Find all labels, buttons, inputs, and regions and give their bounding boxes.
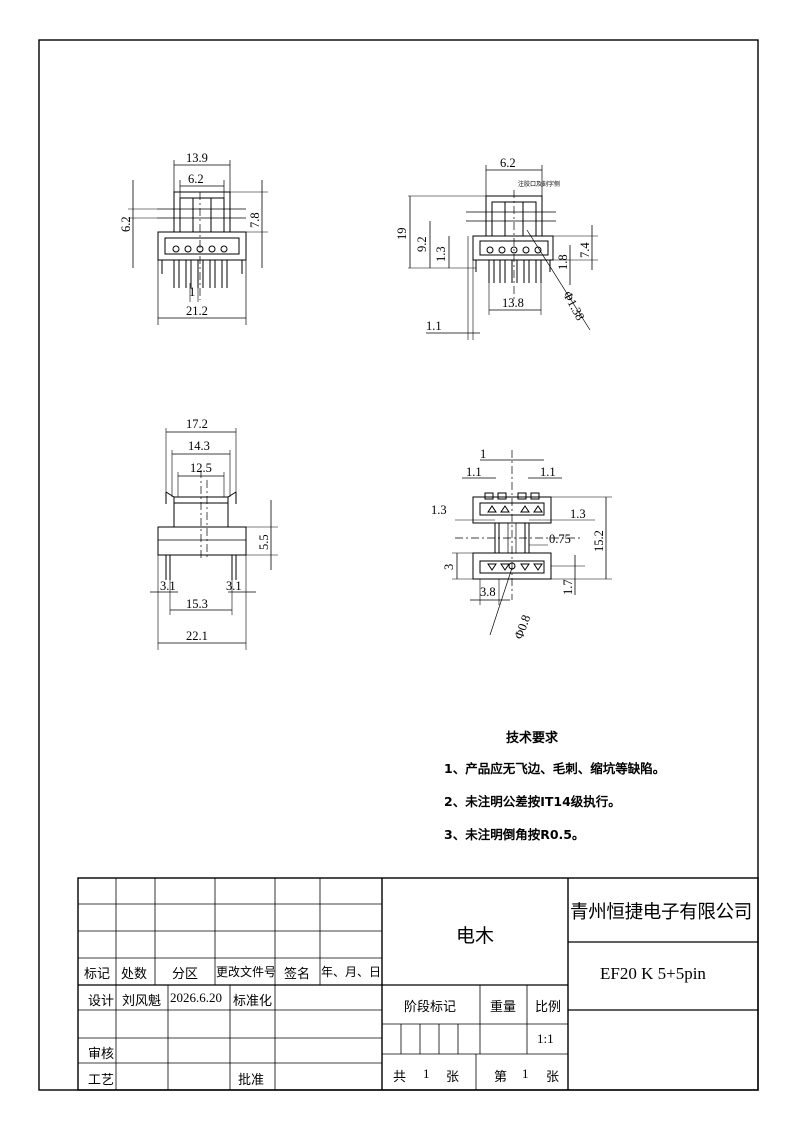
side-dim-small: 1.3 [434,246,448,262]
side-note-label: 注胶口及刻字侧 [518,180,560,188]
side-dim-height: 19 [395,228,409,241]
side-dim-right-a: 1.8 [556,254,570,270]
bottom-dim-right-h: 1.3 [570,507,586,521]
top-dim-pitch: 15.3 [186,597,208,611]
total-label: 共 [393,1070,407,1085]
front-dim-bottom: 21.2 [186,304,208,318]
standard-label: 标准化 [233,994,273,1009]
header-date: 年、月、日 [321,965,382,979]
bottom-dim-width: 3.8 [480,585,496,599]
total-sheets: 1 [423,1066,430,1081]
top-dim-a: 17.2 [186,417,208,431]
process-label: 工艺 [88,1073,115,1088]
bottom-dim-left-h: 1.3 [431,503,447,517]
sheet-no: 1 [522,1066,529,1081]
header-doc: 更改文件号 [216,965,277,979]
side-dim-offset: 1.1 [426,319,442,333]
front-dim-overall: 13.9 [186,151,208,165]
note-item: 2、未注明公差按IT14级执行。 [444,794,621,809]
notes-title: 技术要求 [506,731,559,746]
review-label: 审核 [88,1047,115,1062]
weight-label: 重量 [490,1000,517,1015]
top-dim-h: 5.5 [257,534,271,550]
part-name: EF20 K 5+5pin [600,964,706,983]
front-dim-pin: 1 [189,285,195,299]
bottom-dim-slot: 0.75 [549,532,571,546]
bottom-dim-overall: 15.2 [592,530,606,552]
scale-label: 比例 [535,1000,562,1015]
stage-label: 阶段标记 [404,1000,457,1015]
sheet-label: 第 [494,1070,508,1085]
front-view [128,160,268,325]
front-dim-inner: 6.2 [188,172,204,186]
side-dim-mid: 9.2 [415,236,429,252]
approve-label: 批准 [238,1073,265,1088]
sheet-unit-2: 张 [546,1070,560,1085]
note-item: 1、产品应无飞边、毛刺、缩坑等缺陷。 [444,761,666,776]
bottom-view [452,450,612,636]
drawing-border [38,39,759,1091]
side-dim-top: 6.2 [500,156,516,170]
top-view [150,428,278,650]
scale-value: 1:1 [537,1031,554,1046]
technical-notes: 技术要求 1、产品应无飞边、毛刺、缩坑等缺陷。 2、未注明公差按IT14级执行。… [440,727,740,857]
material-name: 电木 [456,925,495,947]
side-dim-right-b: 7.4 [578,242,592,258]
side-dim-dia: Φ1.38 [560,289,587,323]
header-sign: 签名 [284,967,311,982]
bottom-dim-dia: Φ0.8 [512,613,534,641]
top-dim-c: 12.5 [190,461,212,475]
bottom-dim-left-3: 3 [442,564,456,570]
front-dim-left: 6.2 [119,216,133,232]
top-dim-b: 14.3 [188,439,210,453]
bottom-dim-right-1: 1.1 [540,465,556,479]
note-item: 3、未注明倒角按R0.5。 [444,827,585,842]
side-view [408,165,598,340]
top-dim-pin-l: 3.1 [160,579,176,593]
sheet-unit: 张 [446,1070,460,1085]
side-dim-width: 13.8 [502,296,524,310]
designer-name: 刘风魁 [122,994,162,1009]
top-dim-overall: 22.1 [186,629,208,643]
title-block [77,877,759,1091]
bottom-dim-right-17: 1.7 [561,579,575,595]
design-label: 设计 [88,994,115,1009]
header-count: 处数 [121,967,148,982]
top-dim-pin-r: 3.1 [226,579,242,593]
design-date: 2026.6.20 [170,990,222,1005]
front-dim-right: 7.8 [248,212,262,228]
bottom-dim-left-1: 1.1 [466,465,482,479]
header-zone: 分区 [172,967,199,982]
header-mark: 标记 [84,967,111,982]
company-name: 青州恒捷电子有限公司 [570,902,753,923]
bottom-dim-top: 1 [480,447,486,461]
